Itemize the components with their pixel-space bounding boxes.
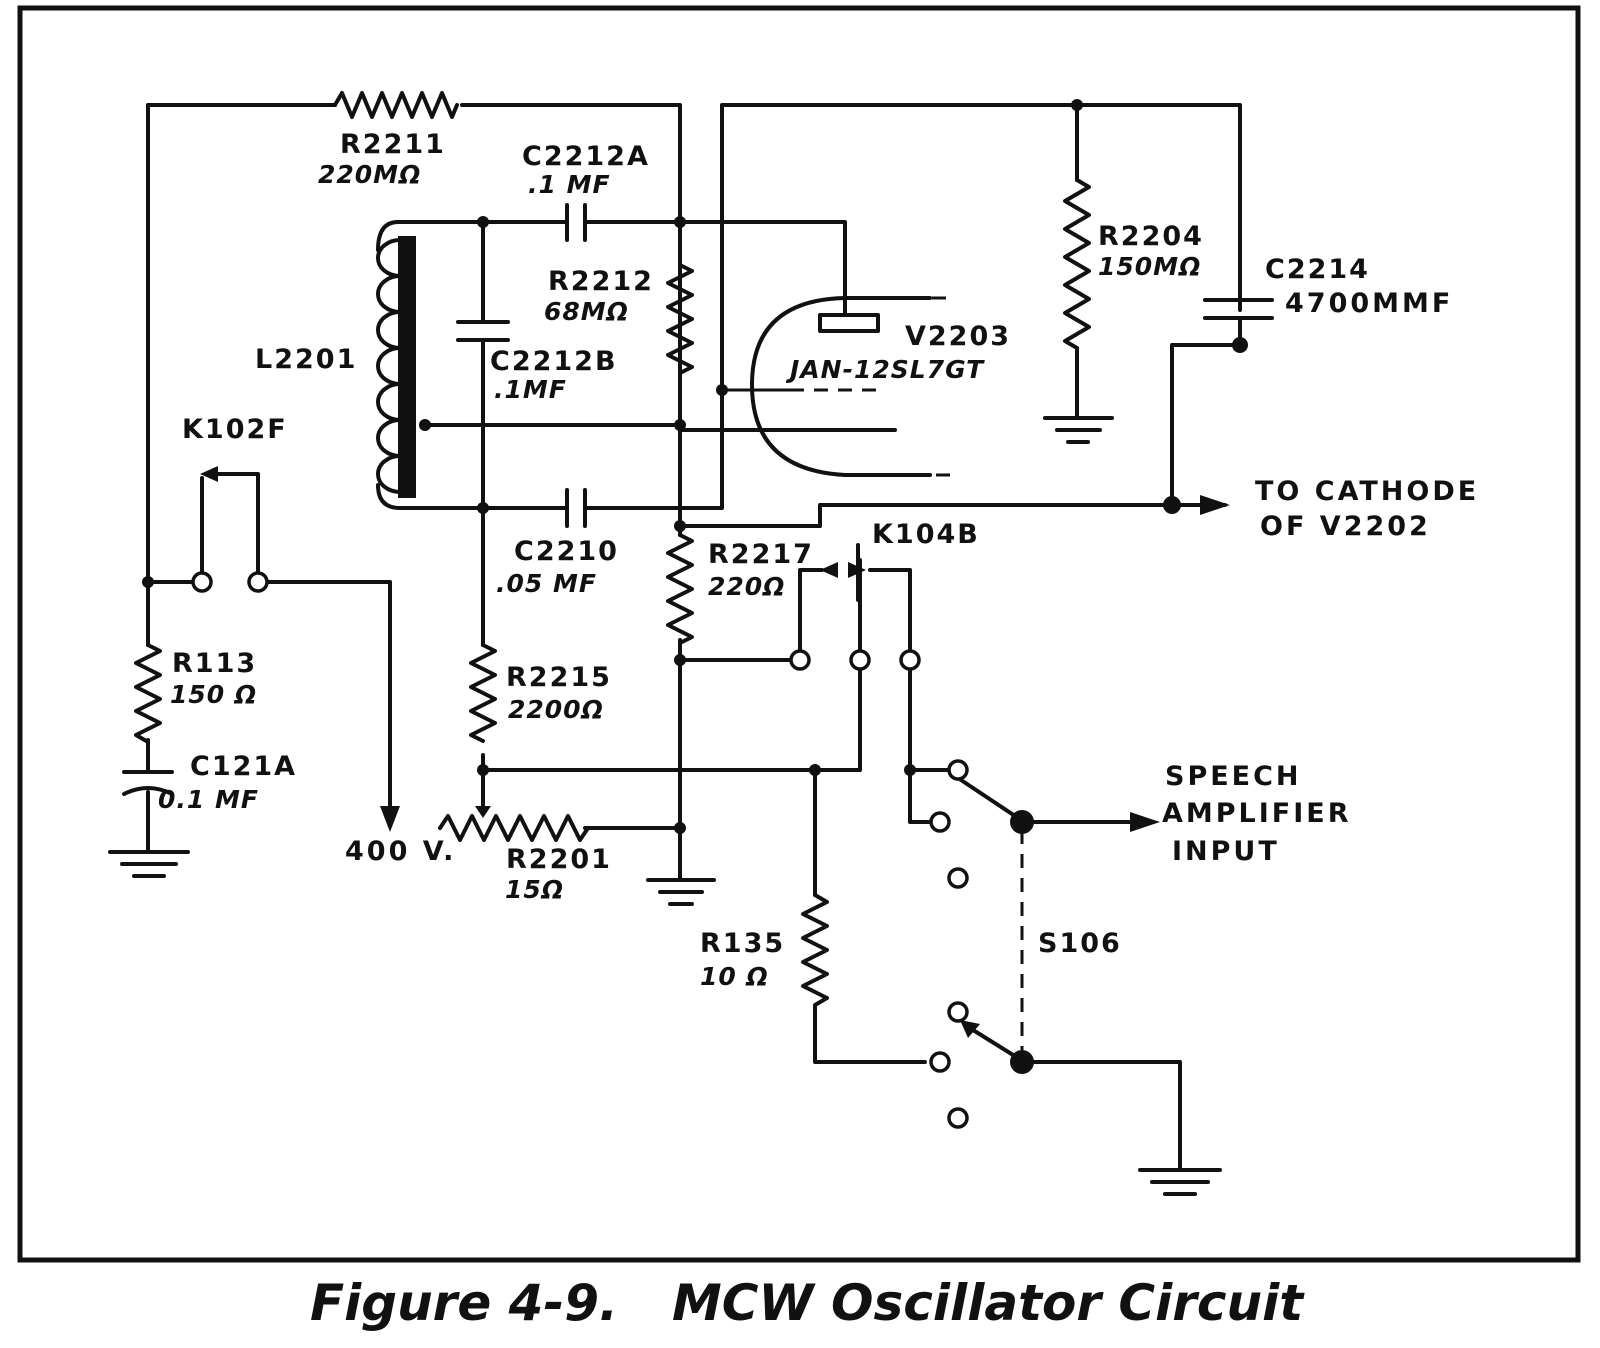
label-c2214-value: 4700MMF	[1285, 288, 1453, 319]
resistor-r2215	[469, 643, 497, 743]
label-r113-ref: R113	[172, 648, 257, 679]
label-to-cathode-line2: OF V2202	[1260, 511, 1431, 542]
label-r2204-ref: R2204	[1098, 221, 1204, 252]
capacitor-c2210	[565, 488, 587, 528]
ground-symbol-s106	[1138, 1168, 1222, 1196]
wiring	[146, 103, 1242, 1172]
resistor-r2212	[666, 263, 694, 375]
capacitor-c2212a	[565, 203, 587, 242]
label-r2201-ref: R2201	[506, 844, 612, 875]
ground-symbol-c121a	[108, 850, 190, 878]
label-c121a-ref: C121A	[190, 751, 297, 782]
label-400v: 400 V.	[345, 836, 456, 867]
resistor-r113	[134, 643, 162, 744]
ground-symbol-r2204	[1043, 416, 1114, 444]
resistor-r2217	[666, 533, 694, 645]
label-c2210-value: .05 MF	[496, 569, 597, 598]
label-l2201-ref: L2201	[255, 344, 357, 375]
relay-contact-k102f	[200, 466, 218, 482]
label-s106-ref: S106	[1038, 928, 1122, 959]
label-r2215-ref: R2215	[506, 662, 612, 693]
label-r135-ref: R135	[700, 928, 785, 959]
arrow-400v	[380, 806, 400, 832]
relay-contact-k104b	[820, 543, 866, 602]
resistor-r135	[801, 893, 829, 1014]
label-speech-line2: AMPLIFIER	[1162, 798, 1352, 829]
label-c2210-ref: C2210	[514, 536, 619, 567]
figure-frame	[17, 5, 1581, 1263]
switch-s106	[956, 776, 1034, 1074]
label-r2217-value: 220Ω	[708, 572, 785, 601]
label-c2212b-ref: C2212B	[490, 346, 618, 377]
resistor-r2204	[1063, 178, 1091, 350]
label-c2212b-value: .1MF	[494, 375, 567, 404]
label-v2203-ref: V2203	[905, 321, 1011, 352]
junction-dots	[142, 99, 1248, 834]
resistor-r2211	[333, 91, 459, 119]
label-c2212a-value: .1 MF	[528, 170, 611, 199]
open-terminals	[191, 571, 969, 1129]
label-r2204-value: 150MΩ	[1098, 252, 1201, 281]
figure-title: MCW Oscillator Circuit	[672, 1274, 1305, 1332]
label-v2203-value: JAN-12SL7GT	[785, 355, 985, 384]
vacuum-tube-v2203	[678, 296, 955, 477]
arrow-to-cathode	[1200, 495, 1230, 515]
label-speech-line1: SPEECH	[1165, 761, 1302, 792]
label-c2212a-ref: C2212A	[522, 141, 650, 172]
label-k102f-ref: K102F	[182, 414, 288, 445]
label-to-cathode-line1: TO CATHODE	[1255, 476, 1479, 507]
ground-symbol-center	[646, 878, 716, 906]
label-r2215-value: 2200Ω	[508, 695, 604, 724]
arrow-speech-input	[1130, 812, 1160, 832]
label-r2217-ref: R2217	[708, 539, 814, 570]
label-c121a-value: 0.1 MF	[158, 785, 259, 814]
label-r135-value: 10 Ω	[700, 962, 769, 991]
potentiometer-r2201	[438, 798, 590, 842]
inductor-l2201	[376, 236, 416, 498]
label-k104b-ref: K104B	[872, 519, 980, 550]
label-r2212-value: 68MΩ	[544, 297, 629, 326]
label-r2211-value: 220MΩ	[318, 160, 421, 189]
label-r113-value: 150 Ω	[170, 680, 257, 709]
label-c2214-ref: C2214	[1265, 254, 1370, 285]
label-speech-line3: INPUT	[1172, 836, 1280, 867]
figure-number: Figure 4-9.	[310, 1274, 618, 1332]
capacitor-c2214	[1203, 298, 1274, 328]
capacitor-c121a	[122, 770, 174, 796]
capacitor-c2212b	[456, 320, 510, 342]
label-r2212-ref: R2212	[548, 266, 654, 297]
label-r2211-ref: R2211	[340, 129, 446, 160]
label-r2201-value: 15Ω	[505, 875, 564, 904]
